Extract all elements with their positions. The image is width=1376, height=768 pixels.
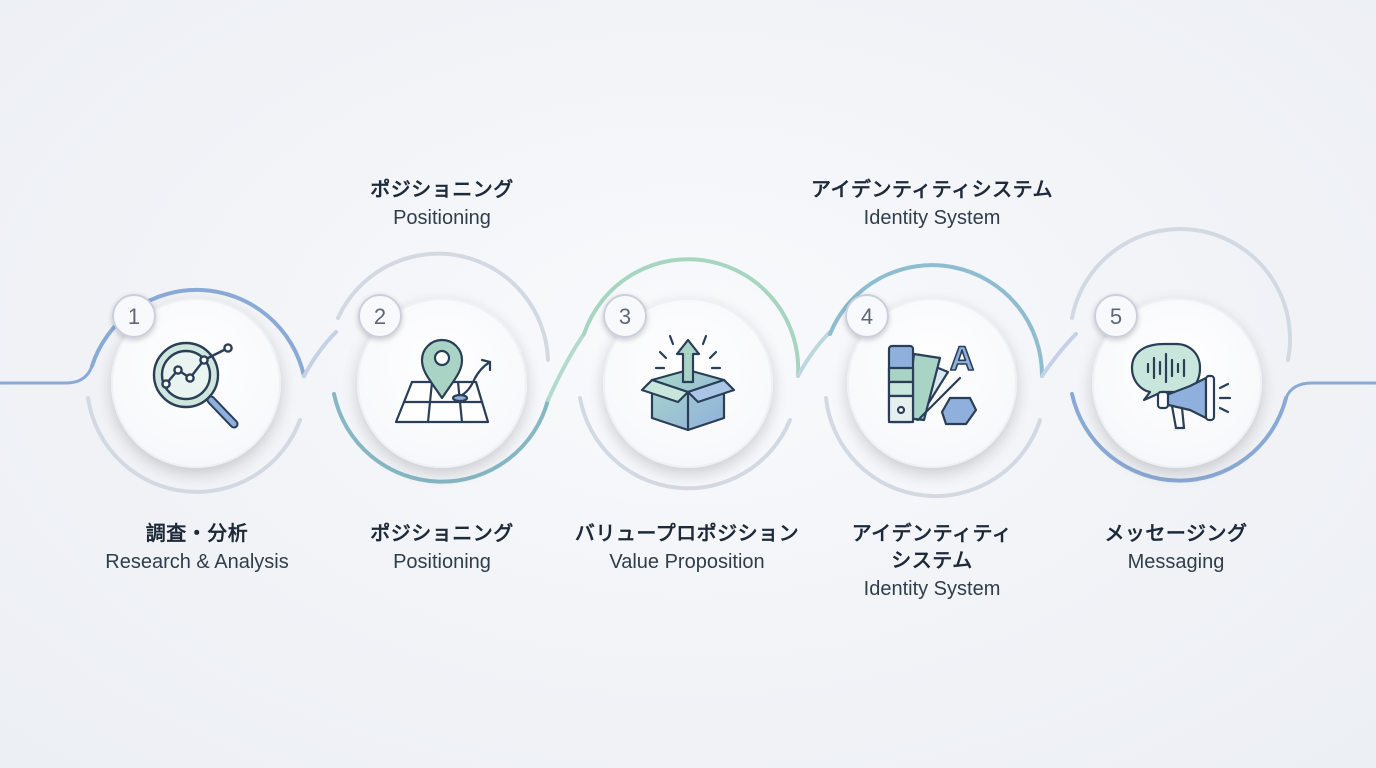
step-badge-5: 5 [1094,294,1138,338]
arc-step-5 [1070,392,1288,483]
arc-step-4 [828,263,1045,378]
connector-line-left [0,364,94,385]
step-badge-2: 2 [358,294,402,338]
arc-step-3 [582,257,801,378]
color-swatch-font-icon: A [887,339,978,426]
step-label-4: アイデンティティ システム Identity System [802,520,1062,604]
step-label-4-ja-line1: アイデンティティ [851,521,1013,545]
step-label-2-en: Positioning [393,551,491,573]
faint-track-3 [578,396,792,491]
arc-connector-2-3 [546,332,586,402]
top-label-positioning-ja: ポジショニング [370,177,514,201]
step-label-1-en: Research & Analysis [105,551,289,573]
step-label-3: バリュープロポジション Value Proposition [557,520,817,577]
step-label-5: メッセージング Messaging [1046,520,1306,577]
step-label-2: ポジショニング Positioning [312,520,572,577]
arc-connector-4-5 [1040,332,1078,378]
step-label-3-en: Value Proposition [609,551,765,573]
top-label-identity-system-en: Identity System [863,207,1001,229]
magnifier-chart-icon [152,341,239,429]
step-label-5-ja: メッセージング [1104,521,1248,545]
speech-megaphone-icon [1130,342,1232,430]
step-label-2-ja: ポジショニング [370,521,514,545]
faint-track-4 [824,396,1042,499]
top-label-identity-system-ja: アイデンティティシステム [811,177,1053,201]
step-badge-1: 1 [112,294,156,338]
step-badge-3: 3 [603,294,647,338]
map-pin-icon [394,338,492,424]
arc-connector-1-2 [302,330,338,378]
box-arrow-up-icon [640,334,736,432]
top-label-identity-system: アイデンティティシステム Identity System [772,176,1092,233]
top-label-positioning: ポジショニング Positioning [312,176,572,233]
arc-step-2 [332,392,550,484]
step-label-1-ja: 調査・分析 [145,521,249,545]
arc-connector-3-4 [796,330,832,378]
arc-step-1 [90,287,306,378]
faint-track-5 [1070,227,1292,362]
connector-line-right [1284,381,1376,400]
top-label-positioning-en: Positioning [393,207,491,229]
step-number-3: 3 [619,304,631,329]
step-number-4: 4 [861,304,873,329]
step-label-5-en: Messaging [1127,551,1225,573]
step-number-5: 5 [1110,304,1122,329]
step-label-4-en: Identity System [863,578,1001,600]
faint-track-1 [86,396,302,494]
step-number-2: 2 [374,304,386,329]
step-label-1: 調査・分析 Research & Analysis [67,520,327,577]
step-badge-4: 4 [845,294,889,338]
faint-track-2 [336,251,550,362]
step-label-3-ja: バリュープロポジション [574,521,800,545]
step-number-1: 1 [128,304,140,329]
step-label-4-ja-line2: システム [891,548,973,572]
svg-text:A: A [950,340,975,378]
